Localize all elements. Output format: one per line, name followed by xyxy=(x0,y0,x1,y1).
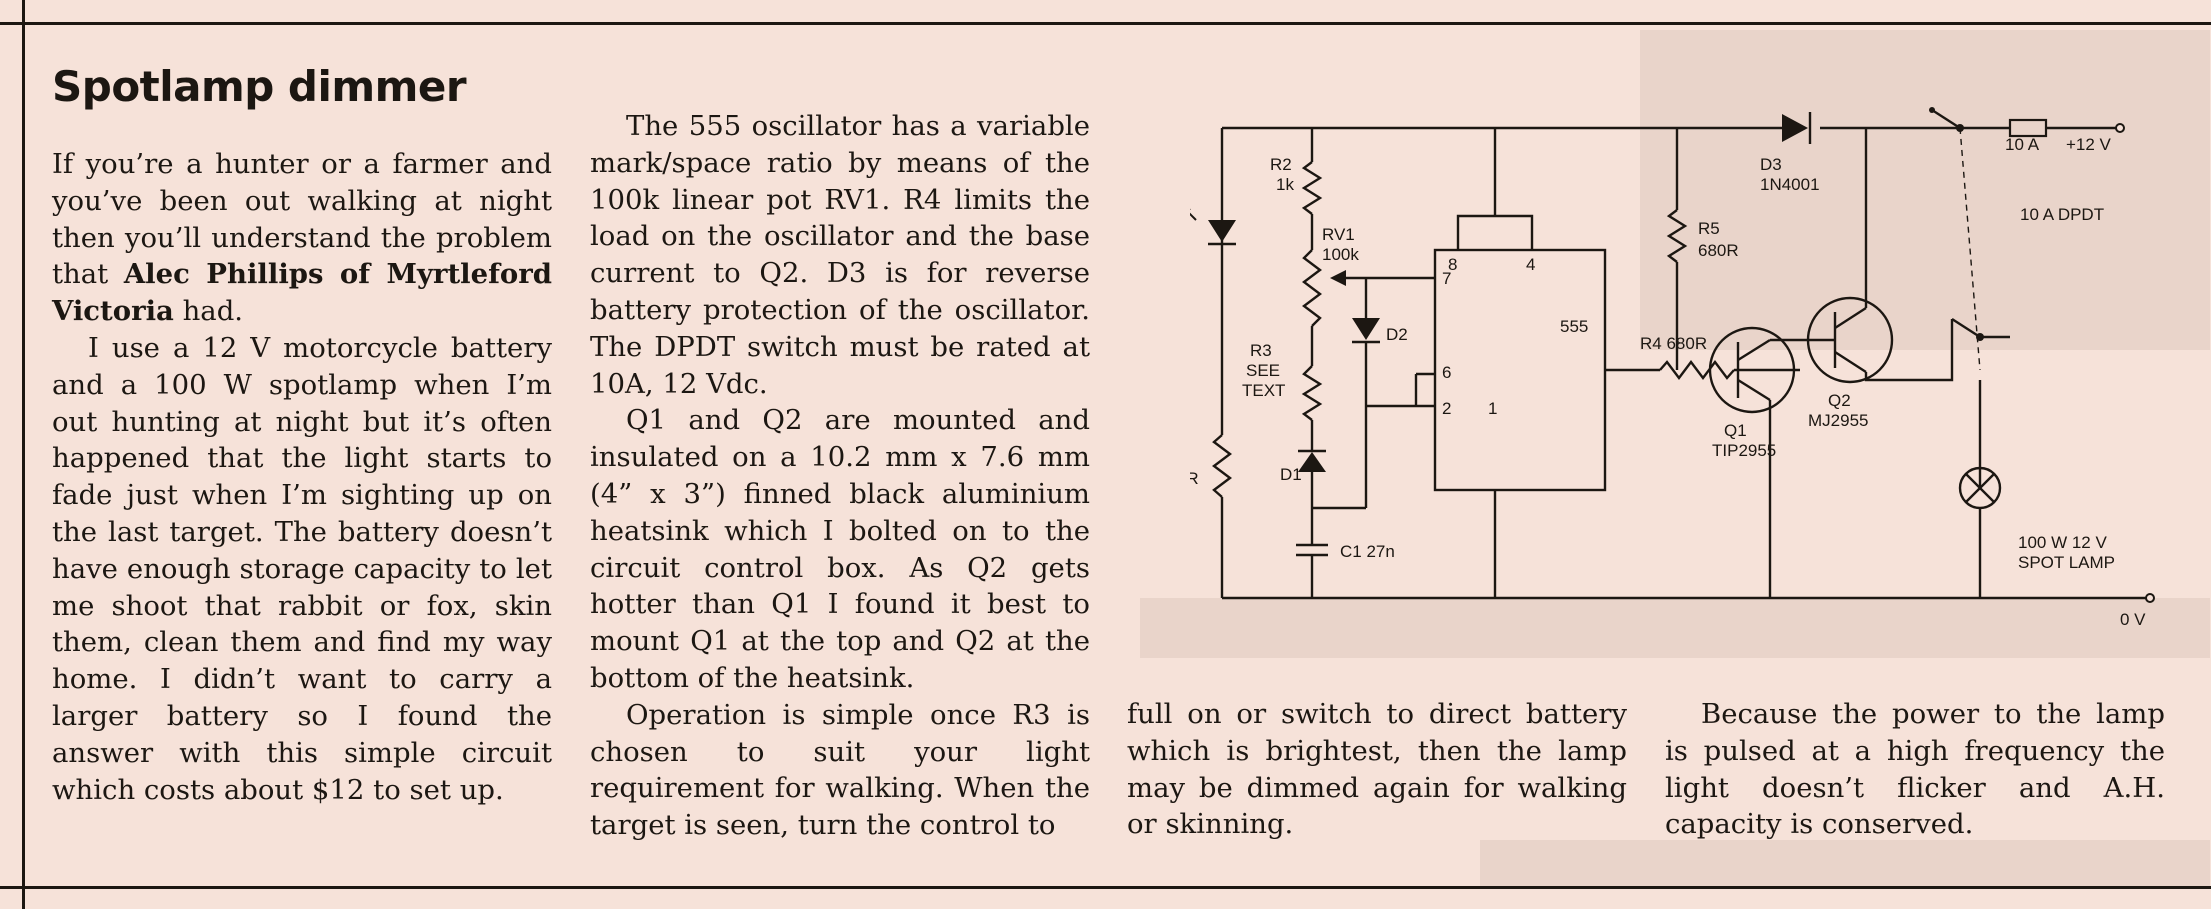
paragraph: The 555 oscillator has a variable mark/s… xyxy=(590,110,1090,400)
d3-diode-symbol xyxy=(1782,114,1808,142)
rv1-label: RV1 xyxy=(1322,225,1355,244)
rv1-potentiometer xyxy=(1302,249,1322,327)
q2-value: MJ2955 xyxy=(1808,411,1868,430)
switch-linkage xyxy=(1959,127,1981,371)
switch-contact xyxy=(1929,107,1935,113)
lamp-rating: 100 W 12 V xyxy=(2018,533,2107,552)
bottom-rule xyxy=(0,886,2211,889)
r3-value: SEE xyxy=(1246,361,1280,380)
paragraph: I use a 12 V motorcycle battery and a 10… xyxy=(52,331,552,806)
top-rule xyxy=(0,22,2211,25)
supply-label: +12 V xyxy=(2066,135,2112,154)
r4-resistor xyxy=(1659,360,1735,380)
ic-555 xyxy=(1433,248,1607,492)
switch-label: 10 A DPDT xyxy=(2020,205,2104,224)
q1-label: Q1 xyxy=(1724,421,1747,440)
column-4: Because the power to the lamp is pulsed … xyxy=(1665,696,2165,843)
show-through-bottom xyxy=(1480,840,2210,886)
r2-value: 1k xyxy=(1276,175,1294,194)
r1-value: 560R xyxy=(1190,469,1199,488)
switch-blade-top xyxy=(1931,108,1961,130)
author-name: Alec Phillips of Myrtleford Victoria xyxy=(52,258,552,328)
supply-terminal xyxy=(2115,123,2125,133)
fuse-label: 10 A xyxy=(2005,135,2040,154)
d4-led-symbol xyxy=(1208,220,1236,242)
ground-label: 0 V xyxy=(2120,610,2146,629)
q2-emitter xyxy=(1834,306,1867,330)
paragraph: Q1 and Q2 are mounted and insulated on a… xyxy=(590,404,1090,694)
pin8-pin4-link xyxy=(1456,214,1534,250)
show-through-band xyxy=(1140,598,2210,658)
r3-value: TEXT xyxy=(1242,381,1285,400)
pin-7: 7 xyxy=(1442,269,1451,288)
column-1: If you’re a hunter or a farmer and you’v… xyxy=(52,146,552,808)
r2-resistor xyxy=(1301,161,1323,215)
r3-label: R3 xyxy=(1250,341,1272,360)
article-title: Spotlamp dimmer xyxy=(52,62,467,111)
d3-value: 1N4001 xyxy=(1760,175,1820,194)
text: had. xyxy=(173,295,244,328)
pin-8: 8 xyxy=(1448,255,1457,274)
r5-label: R5 xyxy=(1698,219,1720,238)
column-3: full on or switch to direct battery whic… xyxy=(1127,696,1627,843)
c1-label: C1 27n xyxy=(1340,542,1395,561)
show-through-right xyxy=(1640,30,2210,350)
fuse-symbol xyxy=(2008,118,2048,138)
rv1-value: 100k xyxy=(1322,245,1359,264)
r5-value: 680R xyxy=(1698,241,1739,260)
ic-label: 555 xyxy=(1560,317,1588,336)
paragraph: Because the power to the lamp is pulsed … xyxy=(1665,698,2165,841)
switch-blade-bottom xyxy=(1951,317,1981,339)
circuit-schematic: 0 V 10 A +12 V D3 1N4001 10 A DPDT R1 56… xyxy=(1190,107,2155,629)
q1-collector xyxy=(1737,378,1771,402)
column-2: The 555 oscillator has a variable mark/s… xyxy=(590,108,1090,844)
q1-value: TIP2955 xyxy=(1712,441,1776,460)
led-light-arrow xyxy=(1190,212,1197,221)
r4-label: R4 680R xyxy=(1640,334,1707,353)
d2-label: D2 xyxy=(1386,325,1408,344)
d1-diode-symbol xyxy=(1298,452,1326,472)
pin-6: 6 xyxy=(1442,363,1451,382)
d2-diode-symbol xyxy=(1352,318,1380,340)
r2-label: R2 xyxy=(1270,155,1292,174)
q2-label: Q2 xyxy=(1828,391,1851,410)
pin-2: 2 xyxy=(1442,399,1451,418)
paragraph: full on or switch to direct battery whic… xyxy=(1127,698,1627,841)
pin-1: 1 xyxy=(1488,399,1497,418)
left-rule xyxy=(22,0,25,909)
q1-transistor xyxy=(1708,326,1796,414)
paragraph: Operation is simple once R3 is chosen to… xyxy=(590,698,1090,842)
r1-resistor xyxy=(1212,434,1232,498)
text: If you’re a hunter or a farmer and you’v… xyxy=(52,148,552,291)
d1-label: D1 xyxy=(1280,465,1302,484)
r3-resistor xyxy=(1301,365,1323,421)
q2-collector xyxy=(1834,350,1867,374)
paragraph: If you’re a hunter or a farmer and you’v… xyxy=(52,146,552,330)
q2-to-lamp xyxy=(1864,319,1954,382)
lamp-label: SPOT LAMP xyxy=(2018,553,2115,572)
r5-resistor xyxy=(1666,209,1688,263)
ground-terminal xyxy=(2145,593,2155,603)
q1-emitter xyxy=(1737,338,1771,362)
pin-4: 4 xyxy=(1526,255,1535,274)
d3-label: D3 xyxy=(1760,155,1782,174)
lamp-cross xyxy=(1965,473,1995,503)
rv1-wiper-arrow xyxy=(1330,270,1346,286)
